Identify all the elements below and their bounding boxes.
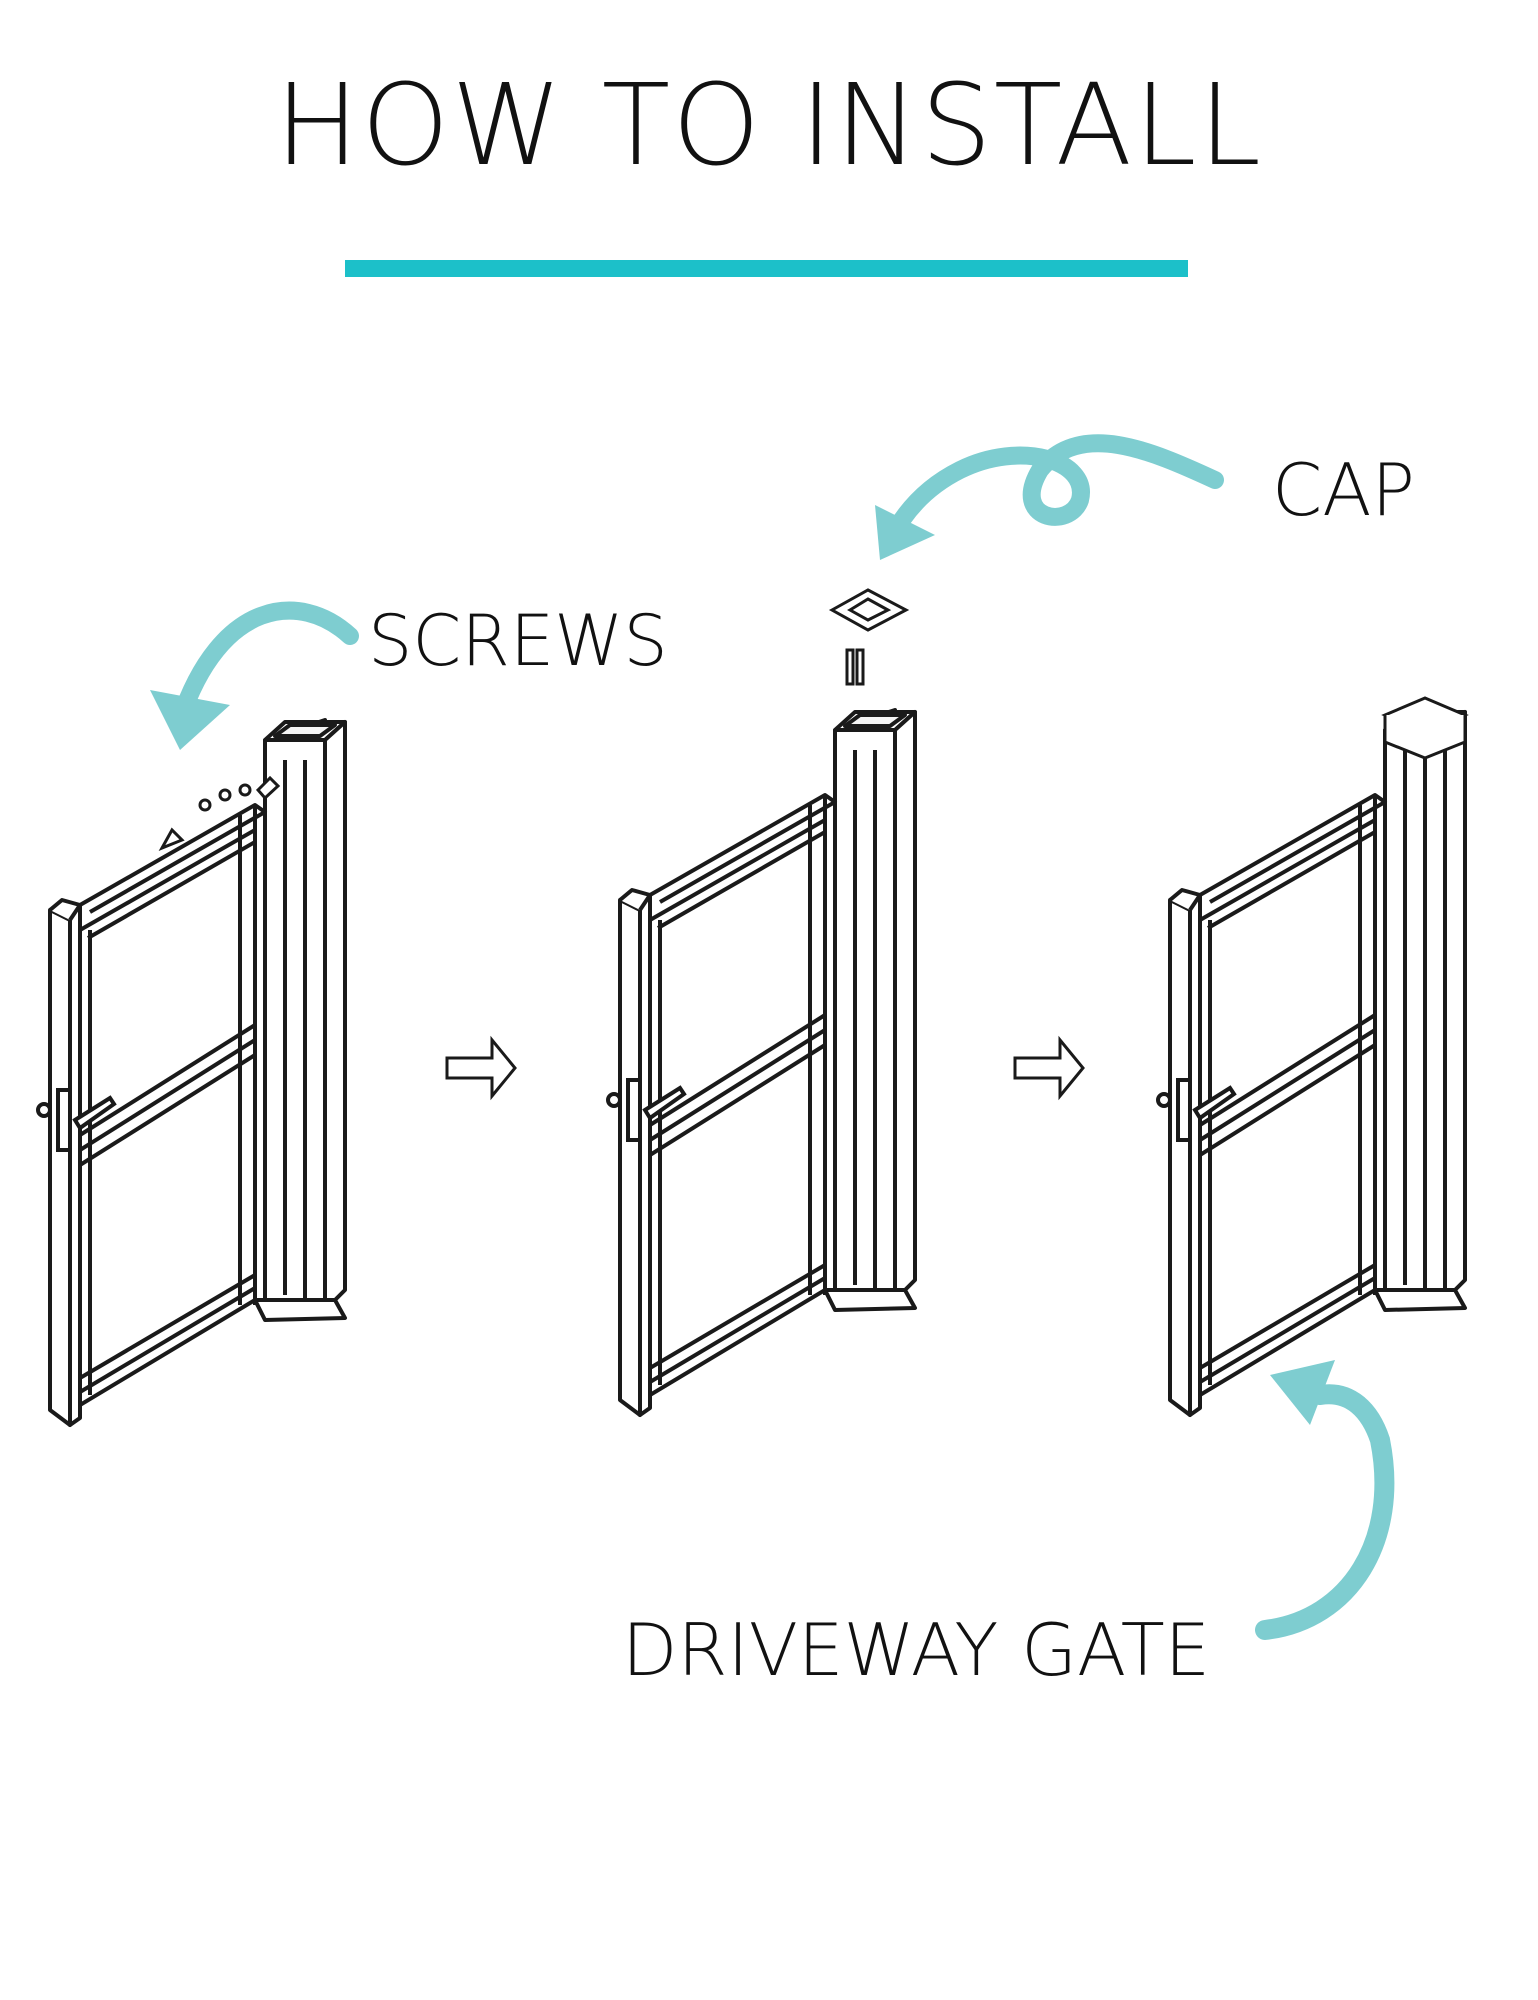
next-step-arrow-icon — [445, 1035, 517, 1101]
gate-step-2 — [606, 708, 917, 1417]
screws-label: SCREWS — [368, 600, 668, 682]
driveway-gate-pointer-arrow-icon — [1255, 1360, 1395, 1640]
screws-icon — [158, 775, 281, 851]
cap-icon — [828, 588, 910, 686]
page-title: HOW TO INSTALL — [275, 61, 1263, 191]
title-underline — [345, 260, 1188, 277]
cap-installed-icon — [1381, 696, 1469, 760]
gate-step-3 — [1156, 708, 1467, 1417]
driveway-gate-label: DRIVEWAY GATE — [622, 1608, 1211, 1692]
cap-label: CAP — [1272, 448, 1415, 532]
screws-pointer-arrow-icon — [150, 601, 359, 750]
gate-step-1 — [36, 718, 347, 1427]
cap-pointer-arrow-icon — [875, 434, 1224, 560]
next-step-arrow-icon — [1013, 1035, 1085, 1101]
